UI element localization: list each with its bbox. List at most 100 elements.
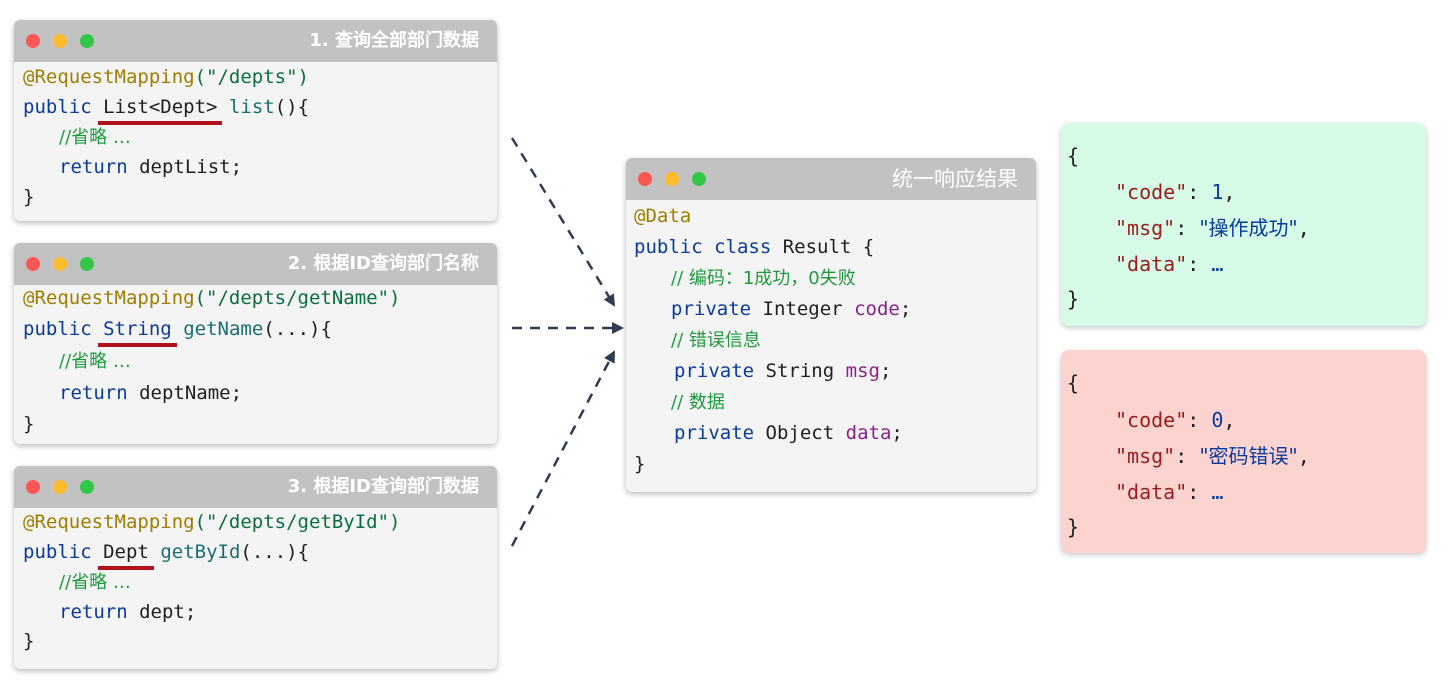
window-title: 1. 查询全部部门数据 <box>309 30 479 51</box>
json-key-data: "data" <box>1115 480 1188 504</box>
minimize-dot-icon <box>53 257 67 271</box>
class-name: Result { <box>782 236 875 258</box>
close-dot-icon <box>26 257 40 271</box>
json-comma: , <box>1297 216 1310 240</box>
keyword-public: public <box>23 541 92 563</box>
json-key-msg: "msg" <box>1115 444 1176 468</box>
annotation: @RequestMapping <box>23 66 195 88</box>
keyword-private: private <box>674 422 755 444</box>
comment: //省略 … <box>59 572 131 593</box>
json-colon: : <box>1175 444 1200 468</box>
field-name-data: data <box>845 422 892 444</box>
json-value-code: 1 <box>1211 180 1224 204</box>
maximize-dot-icon <box>80 257 94 271</box>
minimize-dot-icon <box>665 172 679 186</box>
semicolon: ; <box>899 298 912 320</box>
mapping-path: ("/depts/getName") <box>194 287 401 309</box>
closing-brace: } <box>634 453 646 475</box>
return-value: deptName; <box>139 382 243 404</box>
keyword-return: return <box>59 601 128 623</box>
keyword-private: private <box>671 298 752 320</box>
comment: //省略 … <box>59 351 131 372</box>
mapping-path: ("/depts") <box>194 66 309 88</box>
comment-data: // 数据 <box>671 392 725 413</box>
method-name: getById <box>160 541 241 563</box>
return-type-underlined: String <box>98 318 177 347</box>
return-type-underlined: Dept <box>98 541 154 570</box>
code-window-getname: 2. 根据ID查询部门名称 @RequestMapping("/depts/ge… <box>14 243 497 444</box>
json-key-msg: "msg" <box>1115 216 1176 240</box>
method-params: (){ <box>274 96 310 118</box>
json-value-code: 0 <box>1211 408 1224 432</box>
json-colon: : <box>1187 480 1212 504</box>
keyword-public: public <box>23 318 92 340</box>
json-comma: , <box>1297 444 1310 468</box>
window-title: 统一响应结果 <box>892 167 1018 191</box>
result-class-window: 统一响应结果 @Data public class Result { // 编码… <box>626 158 1036 492</box>
window-titlebar: 2. 根据ID查询部门名称 <box>14 243 497 285</box>
annotation: @Data <box>634 205 692 227</box>
window-titlebar: 1. 查询全部部门数据 <box>14 20 497 62</box>
code-window-getbyid: 3. 根据ID查询部门数据 @RequestMapping("/depts/ge… <box>14 466 497 669</box>
arrow-from-window-3 <box>510 350 616 547</box>
keyword-public: public <box>23 96 92 118</box>
json-value-data: … <box>1211 480 1224 504</box>
comment-code: // 编码：1成功，0失败 <box>671 268 856 289</box>
semicolon: ; <box>891 422 903 444</box>
json-value-data: … <box>1211 252 1224 276</box>
return-type-underlined: List<Dept> <box>98 96 223 125</box>
json-value-msg: "密码错误" <box>1199 444 1298 468</box>
field-type: Integer <box>762 298 843 320</box>
field-type: Object <box>765 422 835 444</box>
json-key-code: "code" <box>1115 180 1188 204</box>
field-name-code: code <box>854 298 900 320</box>
keyword-private: private <box>674 360 755 382</box>
keyword-public-class: public class <box>634 236 772 258</box>
close-dot-icon <box>26 34 40 48</box>
annotation: @RequestMapping <box>23 287 195 309</box>
method-params: (...){ <box>263 318 332 340</box>
json-comma: , <box>1223 180 1236 204</box>
json-open-brace: { <box>1067 371 1080 395</box>
keyword-return: return <box>59 156 128 178</box>
window-titlebar: 3. 根据ID查询部门数据 <box>14 466 497 508</box>
field-type: String <box>765 360 835 382</box>
json-open-brace: { <box>1067 144 1080 168</box>
json-key-data: "data" <box>1115 252 1188 276</box>
mapping-path: ("/depts/getById") <box>194 511 401 533</box>
json-error-box: { "code": 0, "msg": "密码错误", "data": … } <box>1061 350 1426 553</box>
method-params: (...){ <box>240 541 310 563</box>
maximize-dot-icon <box>692 172 706 186</box>
return-value: dept; <box>139 601 197 623</box>
comment: //省略 … <box>59 127 131 148</box>
annotation: @RequestMapping <box>23 511 195 533</box>
closing-brace: } <box>23 413 35 435</box>
maximize-dot-icon <box>80 480 94 494</box>
json-colon: : <box>1175 216 1200 240</box>
json-colon: : <box>1187 252 1212 276</box>
window-title: 2. 根据ID查询部门名称 <box>287 253 479 274</box>
return-value: deptList; <box>139 156 243 178</box>
json-colon: : <box>1187 180 1212 204</box>
json-close-brace: } <box>1067 515 1080 539</box>
json-comma: , <box>1223 408 1236 432</box>
json-value-msg: "操作成功" <box>1199 216 1298 240</box>
method-name: list <box>228 96 275 118</box>
minimize-dot-icon <box>53 480 67 494</box>
semicolon: ; <box>879 360 892 382</box>
comment-msg: // 错误信息 <box>671 330 761 351</box>
closing-brace: } <box>23 630 35 652</box>
window-titlebar: 统一响应结果 <box>626 158 1036 200</box>
json-colon: : <box>1187 408 1212 432</box>
maximize-dot-icon <box>80 34 94 48</box>
code-window-list: 1. 查询全部部门数据 @RequestMapping("/depts") pu… <box>14 20 497 221</box>
json-success-box: { "code": 1, "msg": "操作成功", "data": … } <box>1061 123 1426 326</box>
keyword-return: return <box>59 382 128 404</box>
closing-brace: } <box>23 186 35 208</box>
json-close-brace: } <box>1067 287 1080 311</box>
window-title: 3. 根据ID查询部门数据 <box>287 476 479 497</box>
close-dot-icon <box>638 172 652 186</box>
field-name-msg: msg <box>845 360 880 382</box>
minimize-dot-icon <box>53 34 67 48</box>
